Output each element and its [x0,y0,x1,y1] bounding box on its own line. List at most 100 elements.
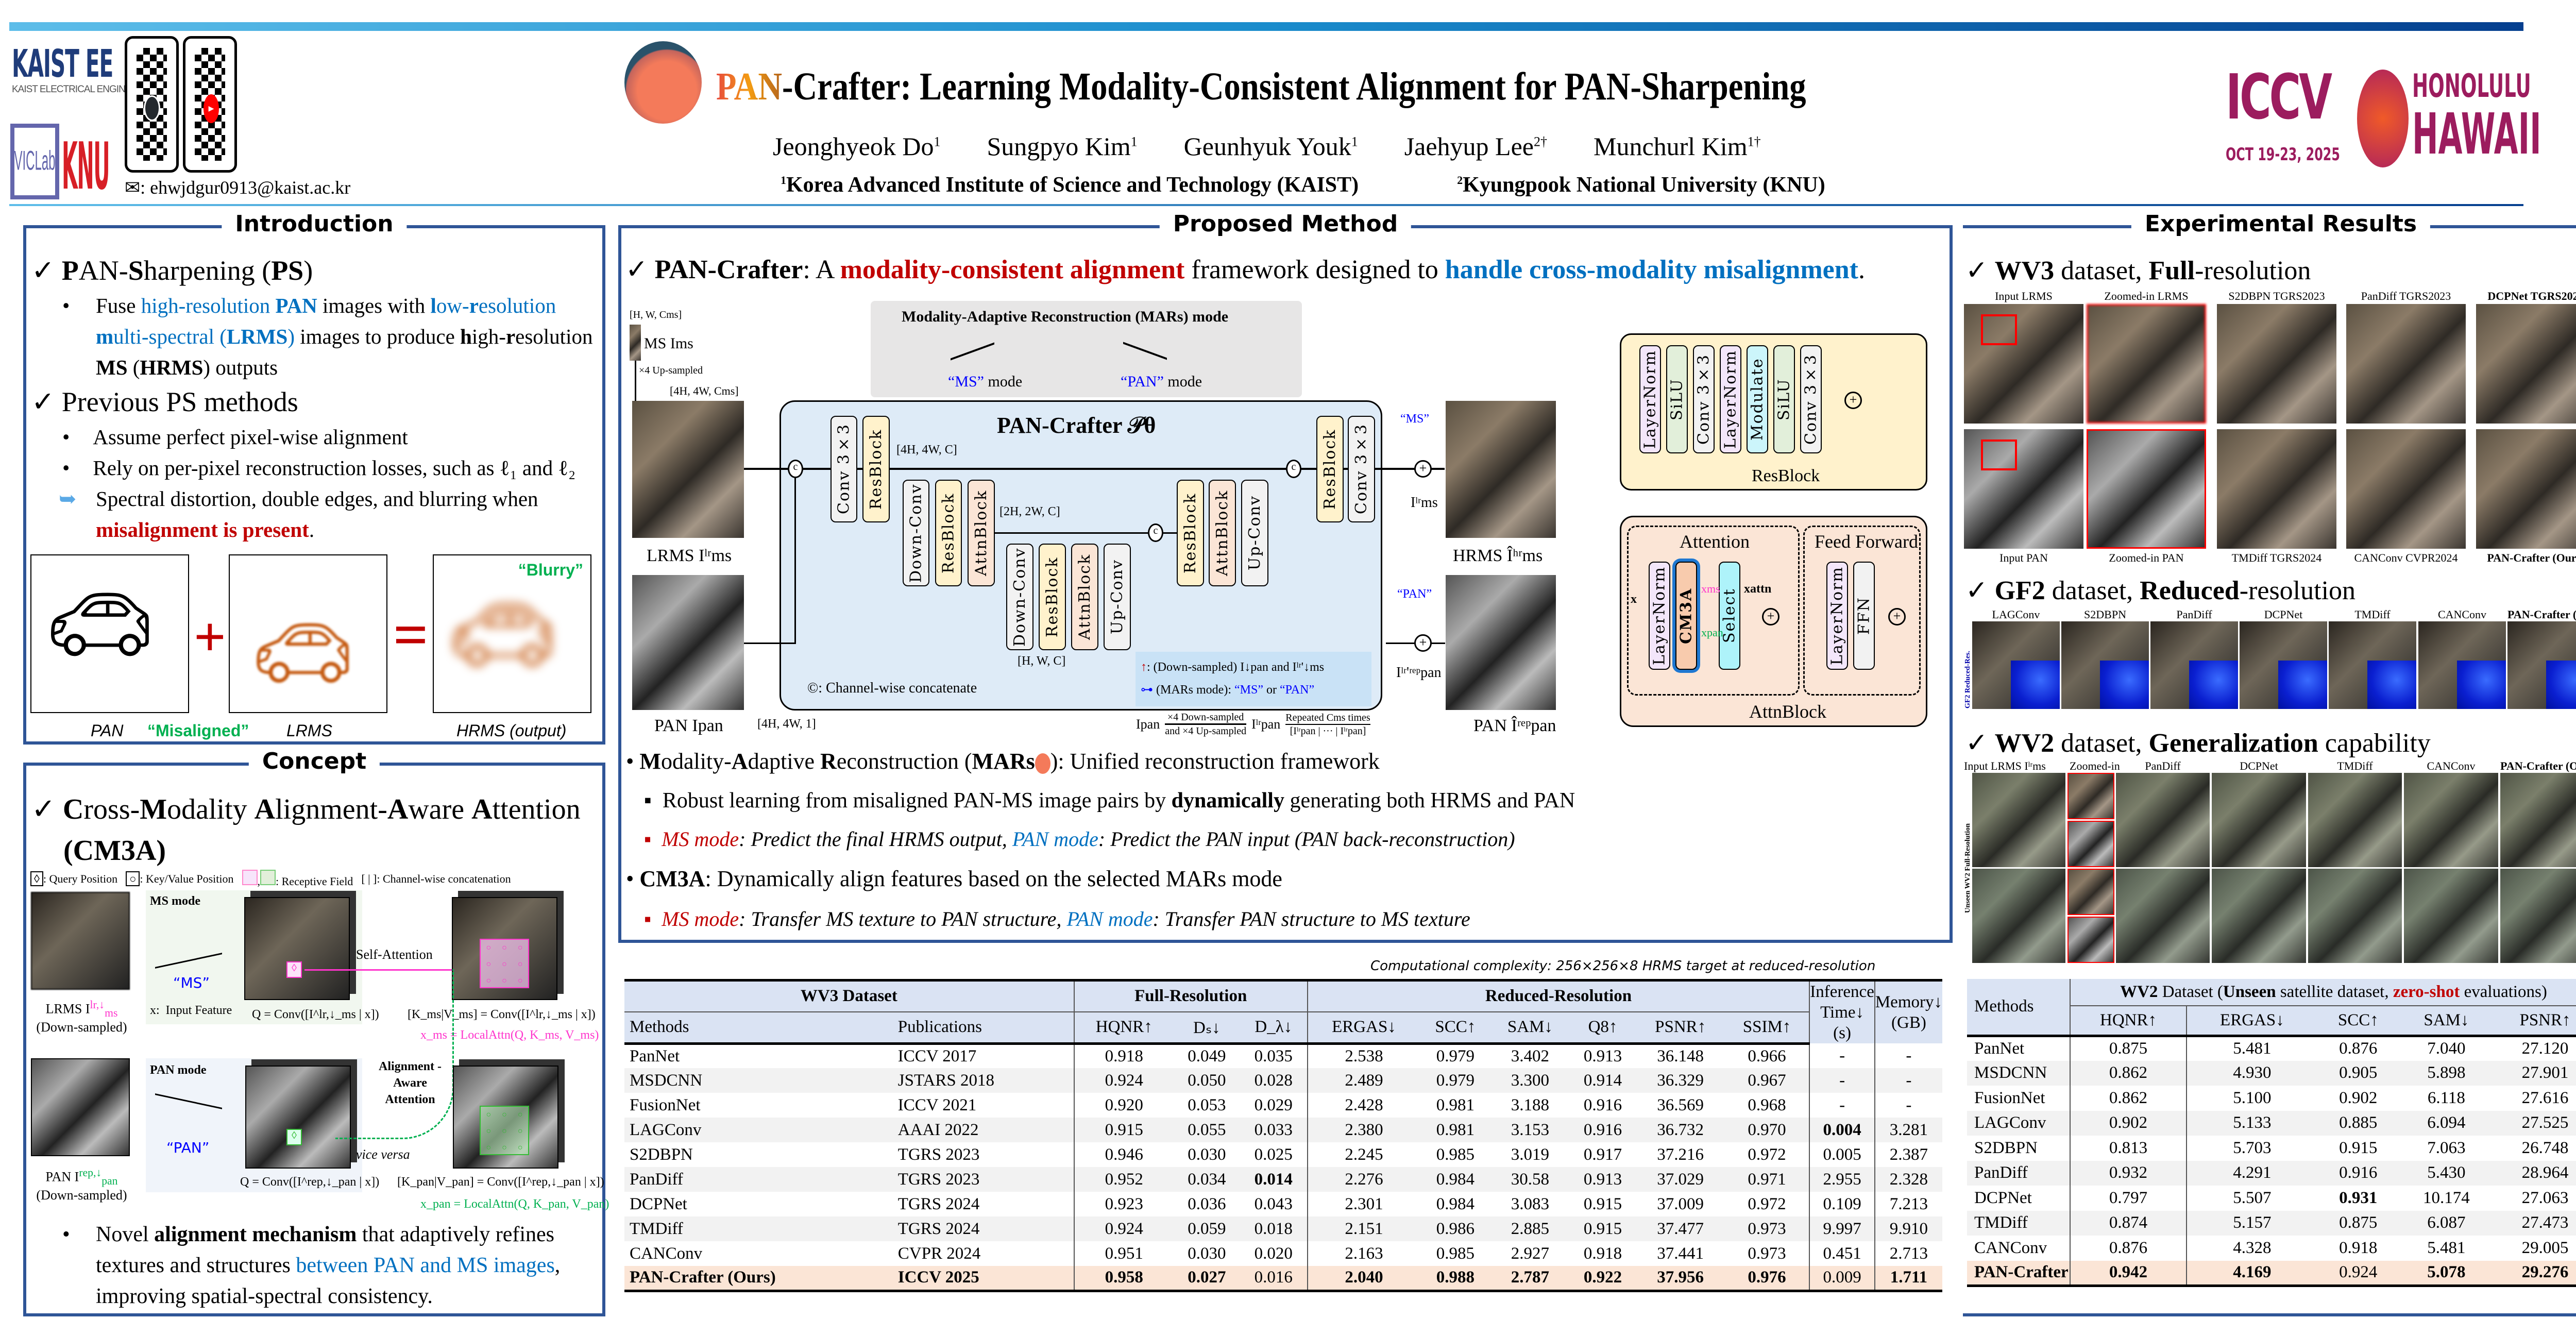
table-cell: 0.915 [1569,1216,1636,1241]
image-caption: PAN-Crafter (Ours) [2507,608,2576,621]
table-cell: 2.885 [1490,1216,1570,1241]
table-cell: - [1906,1095,1912,1114]
table-cell: - [1809,1068,1875,1093]
table-cell: 0.451 [1809,1241,1875,1266]
table-cell: 0.016 [1240,1266,1308,1291]
header-cell: Inference Time↓ (s) [1809,980,1875,1043]
satellite-result-image [2346,429,2466,549]
table-cell: 3.300 [1490,1068,1570,1093]
table-cell: LAGConv [624,1118,888,1142]
table-cell: 5.507 [2233,1188,2272,1207]
zoomed-in-image [2067,821,2114,867]
error-map-image [2011,661,2060,709]
pan-dim-label: [4H, 4W, 1] [757,717,816,731]
table-cell: 0.027 [1173,1266,1240,1291]
table-cell: 0.004 [1809,1118,1875,1142]
mars-sub-bullet: ▪ Robust learning from misaligned PAN-MS… [644,789,1575,813]
proposed-method-panel: Proposed Method ✓ PAN-Crafter: A modalit… [618,211,1953,943]
ilr-rep-pan-label: Iˡʳ'ʳᵉᵖpan [1396,665,1442,681]
checkmark-icon: ✓ [625,254,648,285]
column-header: HQNR↑ [1074,1011,1174,1045]
ms-mode-label: MS mode [150,894,200,908]
upsample-label: ×4 Up-sampled [639,365,703,376]
error-map-image [2100,661,2149,709]
arrow-line [635,361,636,401]
self-attention-label: Self-Attention [356,947,433,962]
table-cell: 27.063 [2521,1188,2569,1207]
table-cell: TGRS 2023 [887,1167,1075,1192]
table-cell: 0.009 [1809,1266,1875,1291]
image-caption: Input LRMS [1995,290,2053,302]
table-cell: 0.902 [2339,1088,2378,1107]
table-cell: 2.955 [1809,1167,1875,1192]
table-cell: CANConv [630,1244,703,1263]
gf2-side-label: GF2 Reduced-Res. [1964,651,1972,708]
mars-sub-bullet: ▪ MS mode: Predict the final HRMS output… [644,827,1515,851]
table-cell: 37.477 [1636,1216,1725,1241]
table-cell: 9.997 [1809,1216,1875,1241]
image-caption: Zoomed-in LRMS [2104,290,2189,302]
table-cell: 2.163 [1345,1244,1383,1263]
table-cell: 0.918 [2339,1238,2378,1257]
table-cell: 0.958 [1074,1266,1174,1291]
resblock-title: ResBlock [1752,466,1820,485]
youtube-qr-code[interactable]: ▶ [183,36,237,173]
image-caption: Zoomed-in PAN [2109,551,2184,564]
query-position-icon: ◊ [30,871,43,886]
bullet-item: •Assume perfect pixel-wise alignment [62,425,408,449]
image-caption: PAN-Crafter (Ours) [2487,551,2576,564]
table-cell: ICCV 2017 [887,1043,1075,1068]
table-cell: 2.301 [1345,1194,1383,1213]
table-cell: 0.033 [1240,1118,1308,1142]
down-conv-block: Down-Conv [1006,544,1033,650]
satellite-result-image [2404,869,2498,963]
resblock: ResBlock [1316,416,1344,522]
layernorm-block: LayerNorm [1720,345,1741,453]
lrms-car-image: 🚗︎ [229,554,387,713]
lrms-input-image [632,401,744,538]
error-map-image [2189,661,2238,709]
mars-icon [1035,753,1050,774]
layernorm-block: LayerNorm [1649,562,1670,670]
concept-panel: Concept ✓ Cross-Modality Alignment-Aware… [23,748,609,1316]
column-header: Q8↑ [1569,1011,1636,1045]
table-cell: 2.380 [1307,1118,1420,1142]
layernorm-block: LayerNorm [1639,345,1661,453]
table-cell: 0.924 [1074,1068,1174,1093]
table-cell: 0.862 [2070,1086,2188,1111]
satellite-result-image [1972,869,2065,963]
table-cell: 0.005 [1809,1142,1875,1167]
table-cell: 0.972 [1724,1142,1810,1167]
table-cell: 0.970 [1724,1118,1810,1142]
table-cell: 0.020 [1240,1241,1308,1266]
image-caption: TMDiff [2337,759,2373,772]
table-cell: 2.328 [1874,1167,1942,1192]
satellite-result-image [2212,773,2306,867]
table-cell: PanDiff [1967,1160,2071,1186]
table-cell: 10.174 [2423,1188,2470,1207]
mail-icon: ✉ [125,177,141,198]
table-cell: 0.915 [1583,1194,1622,1213]
table-cell: 37.009 [1657,1194,1704,1213]
table-cell: 0.885 [2317,1110,2399,1136]
mars-logo-icon [624,41,702,124]
image-caption: PAN-Crafter (Ours) [2500,759,2576,772]
table-cell: 5.133 [2187,1110,2317,1136]
wv3-heading: ✓ WV3 dataset, Full-resolution [1965,255,2311,286]
table-column-header: HQNR↑ERGAS↓SCC↑SAM↓PSNR↑ [1967,1006,2576,1037]
image-caption: PanDiff [2145,759,2181,772]
down-conv-block: Down-Conv [903,480,929,586]
email-contact[interactable]: ✉: ehwjdgur0913@kaist.ac.kr [125,177,351,198]
github-qr-code[interactable] [125,36,179,173]
feed-forward-region [1803,526,1921,696]
table-cell: - [1906,1046,1912,1065]
table-cell: S2DBPN [630,1145,693,1164]
